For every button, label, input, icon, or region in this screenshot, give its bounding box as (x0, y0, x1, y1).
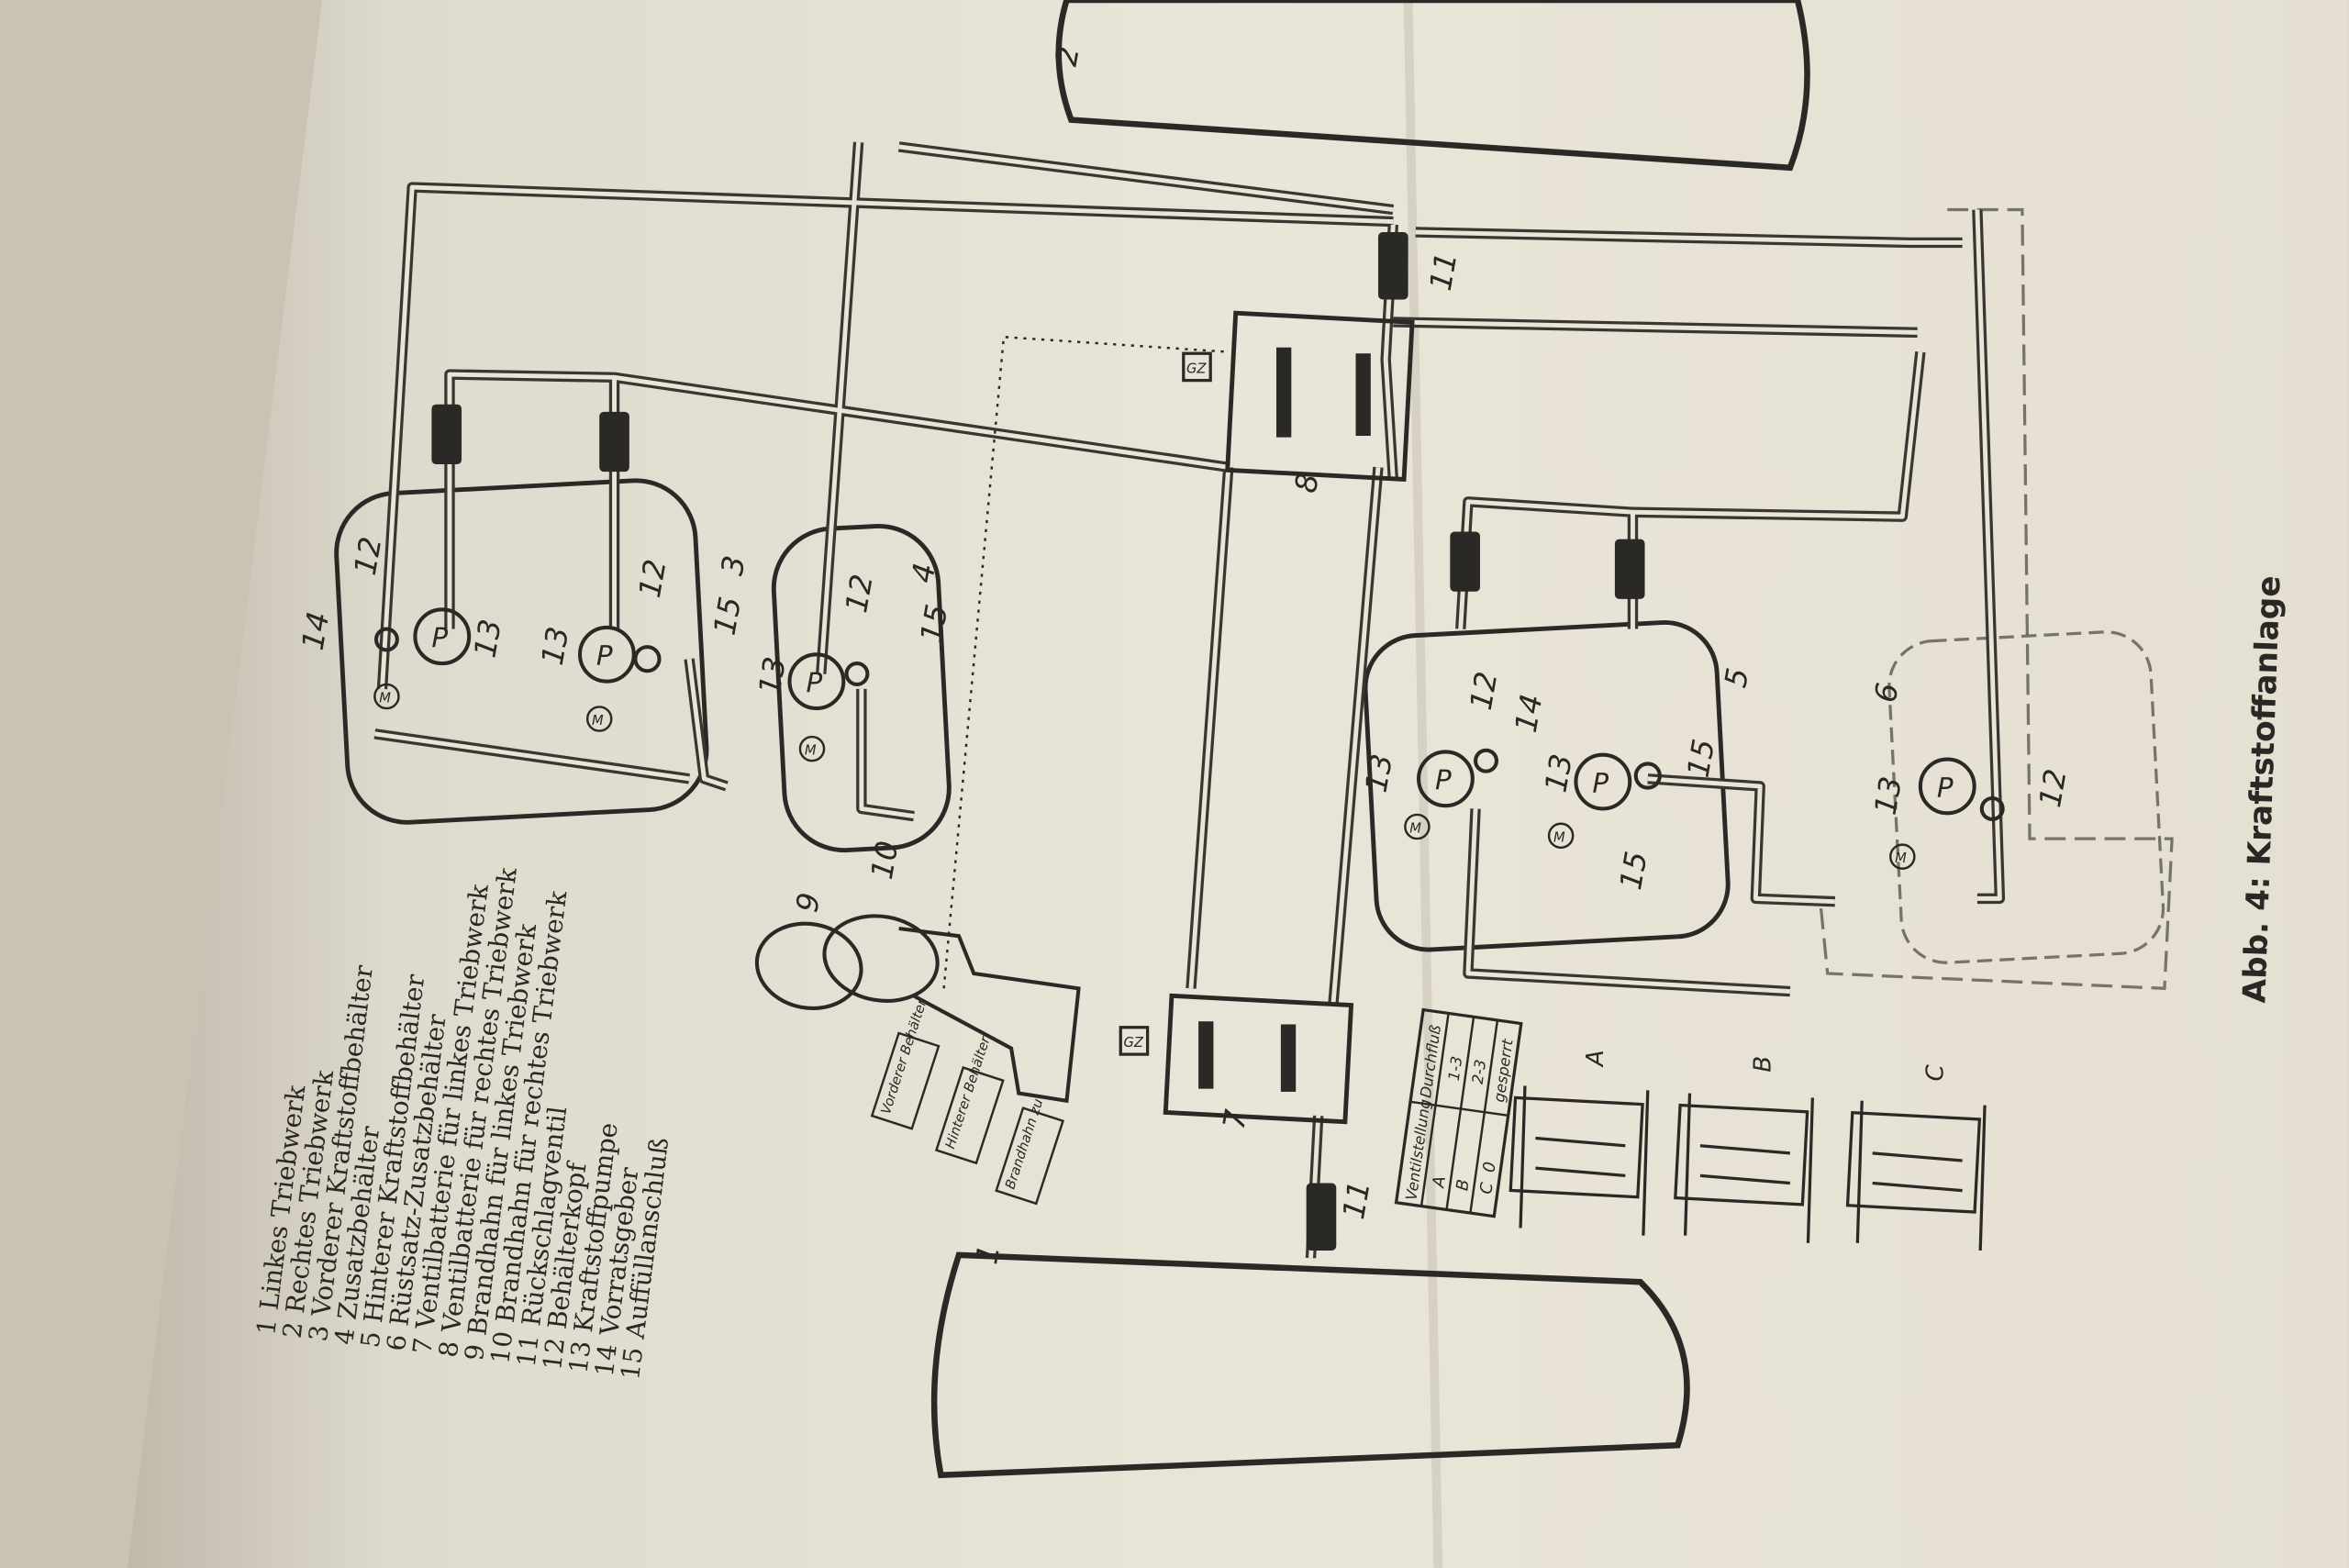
svg-text:15: 15 (1681, 737, 1722, 780)
legend-number: 2 (277, 1320, 309, 1340)
svg-text:P: P (596, 640, 613, 672)
svg-text:P: P (1435, 764, 1452, 795)
svg-text:11: 11 (1423, 250, 1464, 293)
valve-battery-8 (1225, 310, 1415, 483)
svg-text:P: P (1592, 767, 1609, 798)
tank-6-kit-auxiliary (1887, 630, 2165, 964)
fuel-line (1632, 351, 1923, 519)
fuel-line (1647, 776, 1835, 905)
legend-number: 13 (562, 1340, 596, 1375)
svg-text:C 0: C 0 (1476, 1161, 1500, 1195)
fire-cocks (754, 914, 1081, 1104)
svg-text:A: A (1582, 1050, 1609, 1068)
engine-2-outline (1055, 0, 1810, 172)
callout-numbers: 1 2 3 4 5 6 7 8 9 10 11 11 12 12 12 12 1… (295, 44, 2074, 1267)
legend-number: 7 (406, 1336, 439, 1356)
legend-number: 10 (484, 1329, 518, 1365)
fuel-line (1188, 467, 1231, 989)
fuel-line (859, 688, 915, 819)
valve-mark-1: GZ (1186, 361, 1207, 376)
fuel-line (1393, 319, 1918, 335)
fuel-line (898, 144, 1394, 212)
svg-text:2-3: 2-3 (1469, 1059, 1490, 1085)
svg-text:11: 11 (1336, 1178, 1377, 1221)
svg-text:A: A (1429, 1175, 1450, 1190)
tank-3-front (334, 478, 709, 825)
svg-text:B: B (1453, 1178, 1474, 1192)
svg-text:13: 13 (1868, 773, 1909, 817)
fuel-line (447, 372, 1230, 629)
svg-text:12: 12 (1464, 669, 1505, 712)
valve-spools (431, 232, 1645, 1251)
legend-number: 5 (355, 1329, 387, 1350)
valve-battery-7 (1163, 993, 1354, 1125)
svg-text:B: B (1750, 1056, 1777, 1073)
svg-text:P: P (431, 622, 448, 653)
svg-text:15: 15 (707, 595, 749, 638)
svg-text:12: 12 (839, 572, 880, 615)
legend-number: 11 (511, 1333, 545, 1369)
fuel-line (374, 731, 690, 782)
svg-text:13: 13 (1538, 751, 1579, 795)
legend-number: 8 (433, 1340, 465, 1360)
motor-symbols: M M M M M M (373, 683, 1916, 870)
svg-text:P: P (1937, 772, 1954, 803)
tank-4-auxiliary (771, 523, 952, 853)
legend-number: 1 (250, 1317, 283, 1337)
svg-text:15: 15 (914, 602, 955, 645)
valve-mark-box-2 (1119, 1026, 1150, 1056)
fuel-lines (373, 141, 2006, 1259)
svg-text:M: M (379, 691, 391, 706)
svg-text:M: M (592, 713, 604, 728)
legend-number: 9 (459, 1342, 491, 1362)
valve-mark-2: GZ (1124, 1035, 1144, 1051)
tank-5-rear (1363, 620, 1731, 952)
legend-number: 12 (537, 1336, 571, 1372)
fuel-line (1330, 467, 1381, 1004)
svg-text:12: 12 (348, 534, 389, 577)
fuel-line (1415, 229, 1963, 245)
legend-number: 15 (615, 1346, 649, 1382)
pumps (373, 607, 2005, 821)
valve-mark-box-1 (1182, 351, 1212, 383)
svg-text:10: 10 (864, 839, 906, 882)
fuel-line (818, 141, 862, 674)
svg-text:13: 13 (752, 654, 794, 697)
fuel-line (1465, 808, 1791, 995)
legend-number: 3 (303, 1323, 335, 1343)
fuel-line (1975, 209, 2002, 901)
fuel-line (686, 658, 728, 789)
svg-text:14: 14 (1508, 692, 1550, 735)
svg-text:M: M (1409, 821, 1421, 837)
control-dotted-line (942, 335, 1229, 989)
kit-dashed-outline (1818, 207, 2174, 991)
svg-text:M: M (1553, 829, 1565, 845)
legend-number: 6 (381, 1333, 413, 1353)
fuel-line (380, 184, 1394, 689)
engine-1-outline (930, 1251, 1690, 1479)
legend-number: 4 (328, 1327, 361, 1347)
page-fold (1403, 0, 1443, 1568)
svg-text:12: 12 (632, 557, 674, 600)
svg-text:13: 13 (467, 617, 508, 660)
svg-text:15: 15 (1613, 849, 1654, 892)
valve-position-table: Ventilstellung Durchfluß A 1-3 B 2-3 C 0… (1394, 1007, 1523, 1218)
svg-text:13: 13 (535, 624, 576, 667)
svg-text:14: 14 (295, 609, 337, 652)
svg-text:1-3: 1-3 (1445, 1055, 1466, 1082)
svg-text:C: C (1921, 1064, 1949, 1082)
pump-symbols: P P P P P P (431, 622, 1953, 803)
svg-text:12: 12 (2032, 766, 2074, 809)
valve-position-diagrams (1508, 1085, 1987, 1251)
svg-text:P: P (806, 667, 822, 698)
legend-number: 14 (589, 1342, 623, 1378)
position-labels: A B C (1582, 1050, 1950, 1081)
svg-text:13: 13 (1359, 751, 1400, 795)
svg-text:M: M (805, 743, 817, 759)
svg-text:M: M (1895, 851, 1907, 866)
